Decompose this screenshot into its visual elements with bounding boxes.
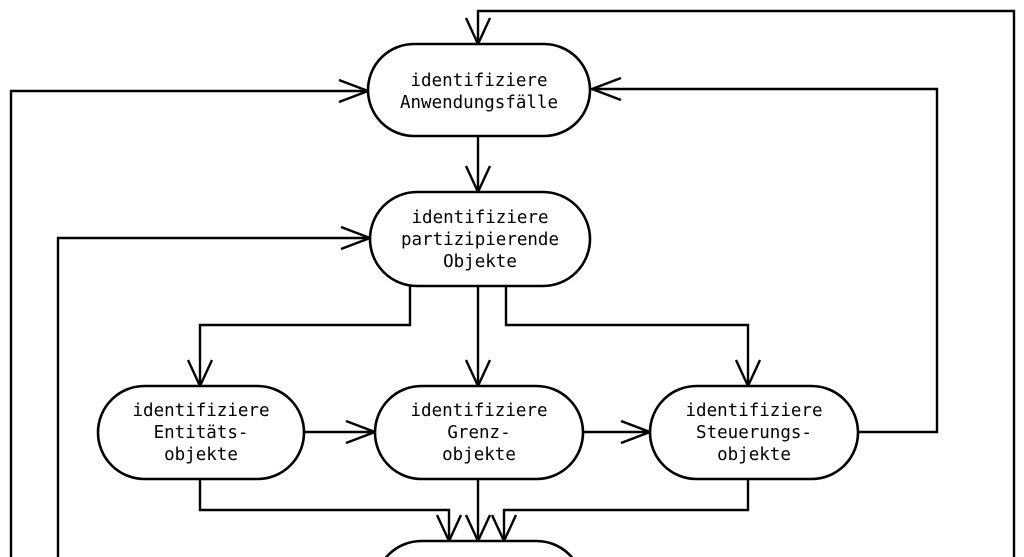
node-steuerungs-line3: objekte (717, 445, 791, 465)
node-anwendungsfaelle-line2: Anwendungsfälle (400, 93, 558, 113)
edge-left-feedback-into-partizipierende-path (56, 236, 368, 557)
node-grenz-shape[interactable] (373, 384, 585, 481)
edge-entitaets-to-bottom-path (198, 479, 451, 539)
node-bottom-partial[interactable] (375, 539, 583, 557)
node-entitaets-line2: Entitäts- (154, 423, 249, 443)
edge-top-feedback-into-anwendungsfaelle-path (476, 9, 1016, 557)
node-identifiziere-partizipierende-objekte[interactable]: identifiziere partizipierende Objekte (368, 190, 592, 288)
node-anwendungsfaelle-shape[interactable] (366, 42, 592, 138)
node-identifiziere-steuerungsobjekte[interactable]: identifiziere Steuerungs- objekte (648, 384, 860, 481)
node-partizipierende-shape[interactable] (368, 190, 592, 288)
node-partizipierende-line3: Objekte (443, 252, 517, 272)
node-identifiziere-grenzobjekte[interactable]: identifiziere Grenz- objekte (373, 384, 585, 481)
node-identifiziere-entitaetsobjekte[interactable]: identifiziere Entitäts- objekte (96, 384, 306, 481)
edge-partizipierende-to-entitaets-path (198, 286, 412, 384)
edge-right-feedback-anwendungsfaelle-arrowhead (588, 76, 622, 102)
node-bottom-partial-shape[interactable] (375, 539, 583, 557)
node-identifiziere-anwendungsfaelle[interactable]: identifiziere Anwendungsfälle (366, 42, 592, 138)
node-entitaets-line1: identifiziere (133, 401, 270, 421)
edge-right-feedback-into-anwendungsfaelle-path (594, 87, 939, 434)
nodes-layer: identifiziere Anwendungsfälle identifizi… (96, 42, 860, 557)
node-steuerungs-line2: Steuerungs- (696, 423, 812, 443)
node-grenz-line1: identifiziere (411, 401, 548, 421)
node-grenz-line3: objekte (442, 445, 516, 465)
node-steuerungs-shape[interactable] (648, 384, 860, 481)
edge-left-feedback-into-anwendungsfaelle-path (9, 89, 366, 557)
node-steuerungs-line1: identifiziere (686, 401, 823, 421)
edge-partizipierende-to-steuerungs-path (504, 286, 750, 384)
node-anwendungsfaelle-line1: identifiziere (411, 71, 548, 91)
node-partizipierende-line2: partizipierende (401, 230, 559, 250)
edges-layer (9, 9, 1016, 557)
edge-steuerungs-to-bottom-path (502, 479, 750, 539)
node-grenz-line2: Grenz- (447, 423, 510, 443)
node-partizipierende-line1: identifiziere (412, 208, 549, 228)
node-entitaets-shape[interactable] (96, 384, 306, 481)
node-entitaets-line3: objekte (164, 445, 238, 465)
